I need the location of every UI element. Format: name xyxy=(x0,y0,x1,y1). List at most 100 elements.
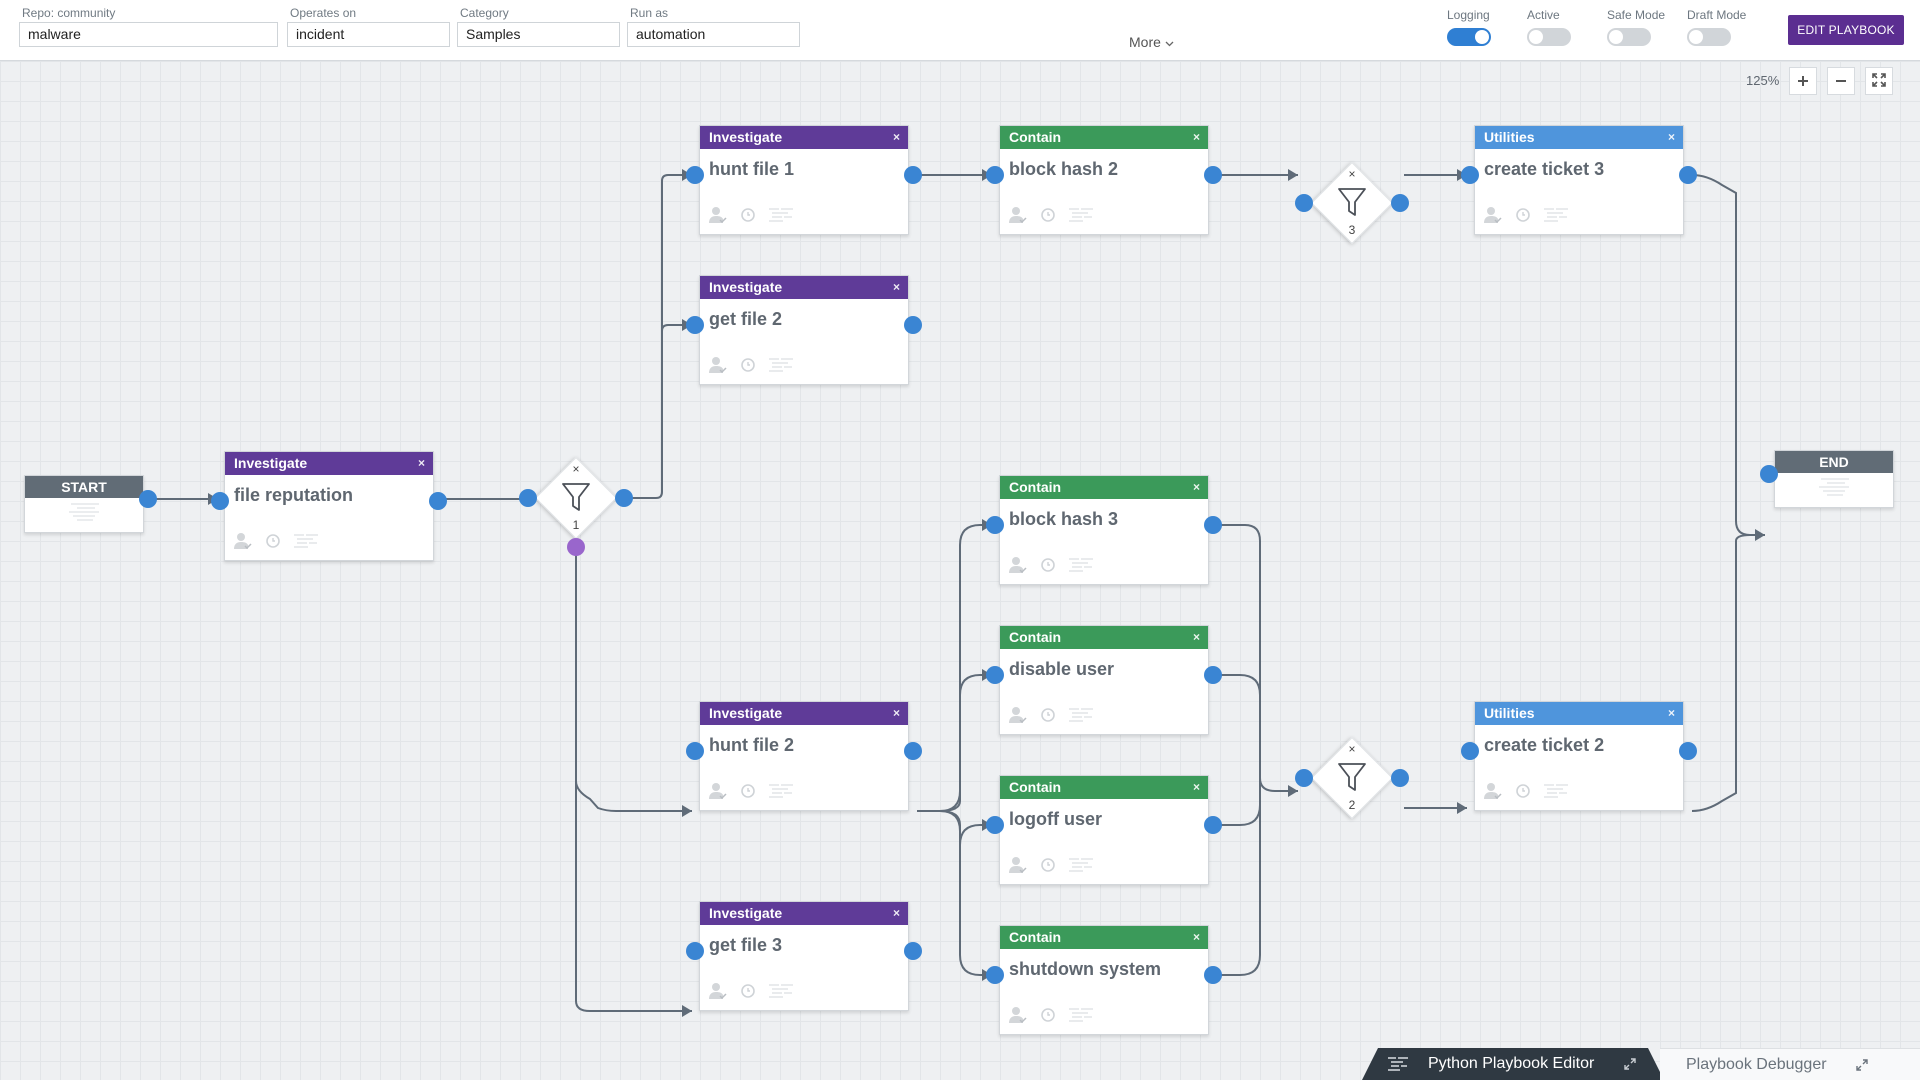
edit-playbook-button[interactable]: EDIT PLAYBOOK xyxy=(1788,15,1904,45)
expand-arrows-icon[interactable] xyxy=(1856,1059,1868,1071)
connection-port[interactable] xyxy=(1204,816,1222,834)
code-lines-icon[interactable] xyxy=(769,206,795,224)
more-menu[interactable]: More xyxy=(1129,34,1174,50)
operates-on-input[interactable]: incident xyxy=(287,22,450,47)
close-icon[interactable]: × xyxy=(1192,130,1200,144)
code-lines-icon[interactable] xyxy=(294,532,320,550)
clock-icon[interactable] xyxy=(739,982,757,1000)
connection-port[interactable] xyxy=(1204,666,1222,684)
close-icon[interactable]: × xyxy=(572,462,580,476)
filter-3[interactable]: ×3 xyxy=(1302,153,1402,253)
close-icon[interactable]: × xyxy=(1192,780,1200,794)
action-block-block-hash-2[interactable]: Contain×block hash 2 xyxy=(999,125,1209,235)
draft-mode-toggle[interactable] xyxy=(1687,28,1731,46)
connection-port[interactable] xyxy=(986,966,1004,984)
user-approval-icon[interactable] xyxy=(709,356,727,374)
connection-port[interactable] xyxy=(686,742,704,760)
connection-port[interactable] xyxy=(211,492,229,510)
connection-port[interactable] xyxy=(1760,465,1778,483)
connection-port[interactable] xyxy=(1679,166,1697,184)
connection-port[interactable] xyxy=(1295,769,1313,787)
playbook-name-input[interactable]: malware xyxy=(19,22,278,47)
close-icon[interactable]: × xyxy=(892,280,900,294)
connection-port[interactable] xyxy=(986,816,1004,834)
close-icon[interactable]: × xyxy=(417,456,425,470)
action-block-hunt-file-1[interactable]: Investigate×hunt file 1 xyxy=(699,125,909,235)
code-lines-icon[interactable] xyxy=(769,356,795,374)
connection-port[interactable] xyxy=(1461,166,1479,184)
connection-port[interactable] xyxy=(429,492,447,510)
clock-icon[interactable] xyxy=(1039,706,1057,724)
clock-icon[interactable] xyxy=(739,356,757,374)
clock-icon[interactable] xyxy=(739,782,757,800)
code-lines-icon[interactable] xyxy=(1069,856,1095,874)
user-approval-icon[interactable] xyxy=(709,782,727,800)
connection-port[interactable] xyxy=(1391,194,1409,212)
playbook-debugger-tab[interactable]: Playbook Debugger xyxy=(1660,1048,1920,1080)
user-approval-icon[interactable] xyxy=(1484,782,1502,800)
safe-mode-toggle[interactable] xyxy=(1607,28,1651,46)
connection-port[interactable] xyxy=(139,490,157,508)
close-icon[interactable]: × xyxy=(1348,742,1356,756)
output-port-alt[interactable] xyxy=(567,538,585,556)
logging-toggle[interactable] xyxy=(1447,28,1491,46)
category-input[interactable]: Samples xyxy=(457,22,620,47)
python-playbook-editor-tab[interactable]: Python Playbook Editor xyxy=(1362,1048,1664,1080)
action-block-create-ticket-2[interactable]: Utilities×create ticket 2 xyxy=(1474,701,1684,811)
clock-icon[interactable] xyxy=(1039,1006,1057,1024)
code-lines-icon[interactable] xyxy=(1069,556,1095,574)
action-block-get-file-2[interactable]: Investigate×get file 2 xyxy=(699,275,909,385)
connection-port[interactable] xyxy=(519,489,537,507)
code-lines-icon[interactable] xyxy=(1544,206,1570,224)
user-approval-icon[interactable] xyxy=(709,206,727,224)
code-lines-icon[interactable] xyxy=(1069,206,1095,224)
zoom-in-button[interactable] xyxy=(1789,67,1817,95)
code-lines-icon[interactable] xyxy=(1544,782,1570,800)
filter-2[interactable]: ×2 xyxy=(1302,728,1402,828)
clock-icon[interactable] xyxy=(739,206,757,224)
action-block-shutdown-system[interactable]: Contain×shutdown system xyxy=(999,925,1209,1035)
connection-port[interactable] xyxy=(1295,194,1313,212)
code-lines-icon[interactable] xyxy=(1069,1006,1095,1024)
user-approval-icon[interactable] xyxy=(1009,1006,1027,1024)
close-icon[interactable]: × xyxy=(1192,480,1200,494)
connection-port[interactable] xyxy=(686,166,704,184)
close-icon[interactable]: × xyxy=(1348,167,1356,181)
clock-icon[interactable] xyxy=(1039,856,1057,874)
connection-port[interactable] xyxy=(1679,742,1697,760)
user-approval-icon[interactable] xyxy=(709,982,727,1000)
action-block-create-ticket-3[interactable]: Utilities×create ticket 3 xyxy=(1474,125,1684,235)
close-icon[interactable]: × xyxy=(892,130,900,144)
connection-port[interactable] xyxy=(1204,966,1222,984)
close-icon[interactable]: × xyxy=(1192,630,1200,644)
expand-arrows-icon[interactable] xyxy=(1624,1058,1636,1070)
connection-port[interactable] xyxy=(904,942,922,960)
start-node[interactable]: START xyxy=(24,475,144,533)
code-lines-icon[interactable] xyxy=(769,782,795,800)
connection-port[interactable] xyxy=(1204,166,1222,184)
close-icon[interactable]: × xyxy=(1667,130,1675,144)
user-approval-icon[interactable] xyxy=(1009,556,1027,574)
active-toggle[interactable] xyxy=(1527,28,1571,46)
connection-port[interactable] xyxy=(986,166,1004,184)
user-approval-icon[interactable] xyxy=(1484,206,1502,224)
code-lines-icon[interactable] xyxy=(769,982,795,1000)
run-as-input[interactable]: automation xyxy=(627,22,800,47)
user-approval-icon[interactable] xyxy=(234,532,252,550)
clock-icon[interactable] xyxy=(1514,206,1532,224)
action-block-hunt-file-2[interactable]: Investigate×hunt file 2 xyxy=(699,701,909,811)
close-icon[interactable]: × xyxy=(1667,706,1675,720)
action-block-get-file-3[interactable]: Investigate×get file 3 xyxy=(699,901,909,1011)
close-icon[interactable]: × xyxy=(892,706,900,720)
connection-port[interactable] xyxy=(904,316,922,334)
code-lines-icon[interactable] xyxy=(1069,706,1095,724)
filter-1[interactable]: ×1 xyxy=(526,448,626,548)
user-approval-icon[interactable] xyxy=(1009,206,1027,224)
action-block-file-reputation[interactable]: Investigate×file reputation xyxy=(224,451,434,561)
zoom-out-button[interactable] xyxy=(1827,67,1855,95)
user-approval-icon[interactable] xyxy=(1009,856,1027,874)
clock-icon[interactable] xyxy=(1039,556,1057,574)
connection-port[interactable] xyxy=(686,942,704,960)
user-approval-icon[interactable] xyxy=(1009,706,1027,724)
